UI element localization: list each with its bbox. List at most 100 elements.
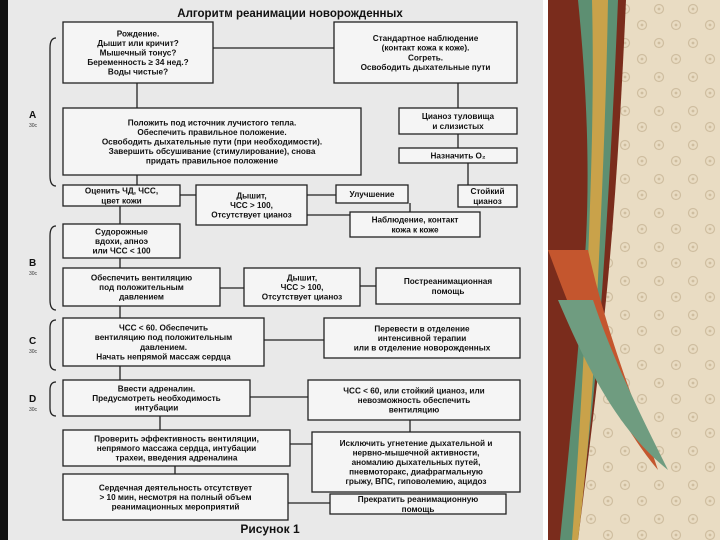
box-text-line: и слизистых <box>432 122 484 131</box>
box-text-line: Ввести адреналин. <box>118 384 195 393</box>
box-frame <box>333 21 518 84</box>
box-frame <box>62 379 251 417</box>
box-text-line: Завершить обсушивание (стимулирование), … <box>109 146 316 156</box>
box-text-line: Начать непрямой массаж сердца <box>96 352 231 361</box>
box-text-line: нервно-мышечной активности, <box>353 448 480 457</box>
stage-duration: 30с <box>29 349 38 355</box>
box-text-line: Прекратить реанимационную <box>358 495 479 504</box>
box-text-line: реанимационных мероприятий <box>112 503 240 512</box>
box-initial-steps: Положить под источник лучистого тепла.Об… <box>62 107 362 176</box>
box-text-line: Судорожные <box>95 227 148 236</box>
box-frame <box>62 223 181 259</box>
box-frame <box>307 379 521 421</box>
diagram-title: Алгоритм реанимации новорожденных <box>177 8 403 20</box>
box-text-line: Отсутствует цианоз <box>211 211 291 220</box>
box-evaluate: Оценить ЧД, ЧСС,цвет кожи <box>62 184 181 207</box>
stage-b-bracket <box>49 225 57 311</box>
box-frame <box>323 317 521 359</box>
box-text-line: Дышит, <box>287 273 317 282</box>
box-hr-low: ЧСС < 60, или стойкий цианоз, илиневозмо… <box>307 379 521 421</box>
box-standard-care: Стандартное наблюдение(контакт кожа к ко… <box>333 21 518 84</box>
box-text-line: ЧСС > 100, <box>230 201 273 210</box>
box-text-line: Наблюдение, контакт <box>372 215 459 225</box>
box-text-line: вентиляцию <box>389 406 440 415</box>
box-frame <box>62 184 181 207</box>
box-frame <box>62 267 221 307</box>
box-frame <box>62 107 362 176</box>
stage-letter: B <box>29 258 36 269</box>
box-text-line: Обеспечить правильное положение. <box>137 127 286 137</box>
box-text-line: цвет кожи <box>101 196 141 205</box>
box-frame <box>62 21 214 84</box>
box-check-efficacy: Проверить эффективность вентиляции,непря… <box>62 429 291 467</box>
box-frame <box>398 147 518 164</box>
box-text-line: или в отделение новорожденных <box>354 344 491 353</box>
box-text-line: Назначить O₂ <box>430 152 485 161</box>
box-text-line: давлением <box>119 293 164 302</box>
figure-caption: Рисунок 1 <box>240 522 300 536</box>
box-frame <box>329 493 507 515</box>
box-frame <box>62 429 291 467</box>
box-breathing-ok-2: Дышит,ЧСС > 100,Отсутствует цианоз <box>243 267 361 307</box>
box-text-line: Дышит, <box>236 191 266 200</box>
box-text-line: Беременность ≥ 34 нед.? <box>87 58 188 67</box>
box-text-line: Исключить угнетение дыхательной и <box>340 439 493 448</box>
stage-a-bracket <box>49 37 57 187</box>
box-text-line: Проверить эффективность вентиляции, <box>94 434 259 443</box>
box-text-line: Улучшение <box>350 190 395 199</box>
box-text-line: Освободить дыхательные пути <box>361 62 491 72</box>
stage-letter: A <box>29 110 36 121</box>
box-frame <box>335 184 409 204</box>
box-exclude: Исключить угнетение дыхательной инервно-… <box>311 431 521 493</box>
box-text-line: Мышечный тонус? <box>100 49 177 58</box>
box-text-line: помощь <box>432 287 465 296</box>
deco-green-leaf <box>558 300 668 470</box>
box-text-line: Отсутствует цианоз <box>262 293 342 302</box>
box-text-line: давлением. <box>140 343 187 352</box>
connector-lines <box>119 47 469 504</box>
decorative-panel <box>548 0 720 540</box>
box-text-line: помощь <box>402 505 435 514</box>
box-frame <box>457 184 518 208</box>
left-border-strip <box>0 0 8 540</box>
box-improvement: Улучшение <box>335 184 409 204</box>
box-text-line: Цианоз туловища <box>422 112 495 121</box>
box-text-line: ЧСС < 60. Обеспечить <box>119 323 208 333</box>
stage-duration: 30с <box>29 271 38 277</box>
box-text-line: Обеспечить вентиляцию <box>91 272 192 282</box>
box-text-line: Рождение. <box>117 29 160 38</box>
box-text-line: под положительным <box>99 283 184 292</box>
box-text-line: Постреанимационная <box>404 277 492 286</box>
stage-d-bracket <box>49 381 57 417</box>
box-text-line: Согреть. <box>408 53 443 62</box>
box-text-line: невозможность обеспечить <box>358 395 471 405</box>
box-text-line: интубации <box>135 403 178 413</box>
box-frame <box>375 267 521 305</box>
box-text-line: (контакт кожа к коже). <box>382 44 470 53</box>
box-text-line: вентиляцию под положительным <box>95 333 232 342</box>
box-text-line: или ЧСС < 100 <box>92 247 151 256</box>
box-text-line: Стандартное наблюдение <box>373 33 479 43</box>
box-adrenaline: Ввести адреналин.Предусмотреть необходим… <box>62 379 251 417</box>
box-text-line: придать правильное положение <box>146 157 279 166</box>
box-text-line: > 10 мин, несмотря на полный объем <box>99 492 251 502</box>
box-text-line: Дышит или кричит? <box>97 39 178 48</box>
stage-letter: C <box>29 336 36 347</box>
box-give-oxygen: Назначить O₂ <box>398 147 518 164</box>
box-text-line: Положить под источник лучистого тепла. <box>128 118 297 127</box>
stage-duration: 30с <box>29 123 38 129</box>
box-text-line: кожа к коже <box>391 225 439 234</box>
box-breathing-ok: Дышит,ЧСС > 100,Отсутствует цианоз <box>195 184 308 226</box>
box-assessment: Рождение.Дышит или кричит?Мышечный тонус… <box>62 21 214 84</box>
box-text-line: Стойкий <box>470 187 504 196</box>
